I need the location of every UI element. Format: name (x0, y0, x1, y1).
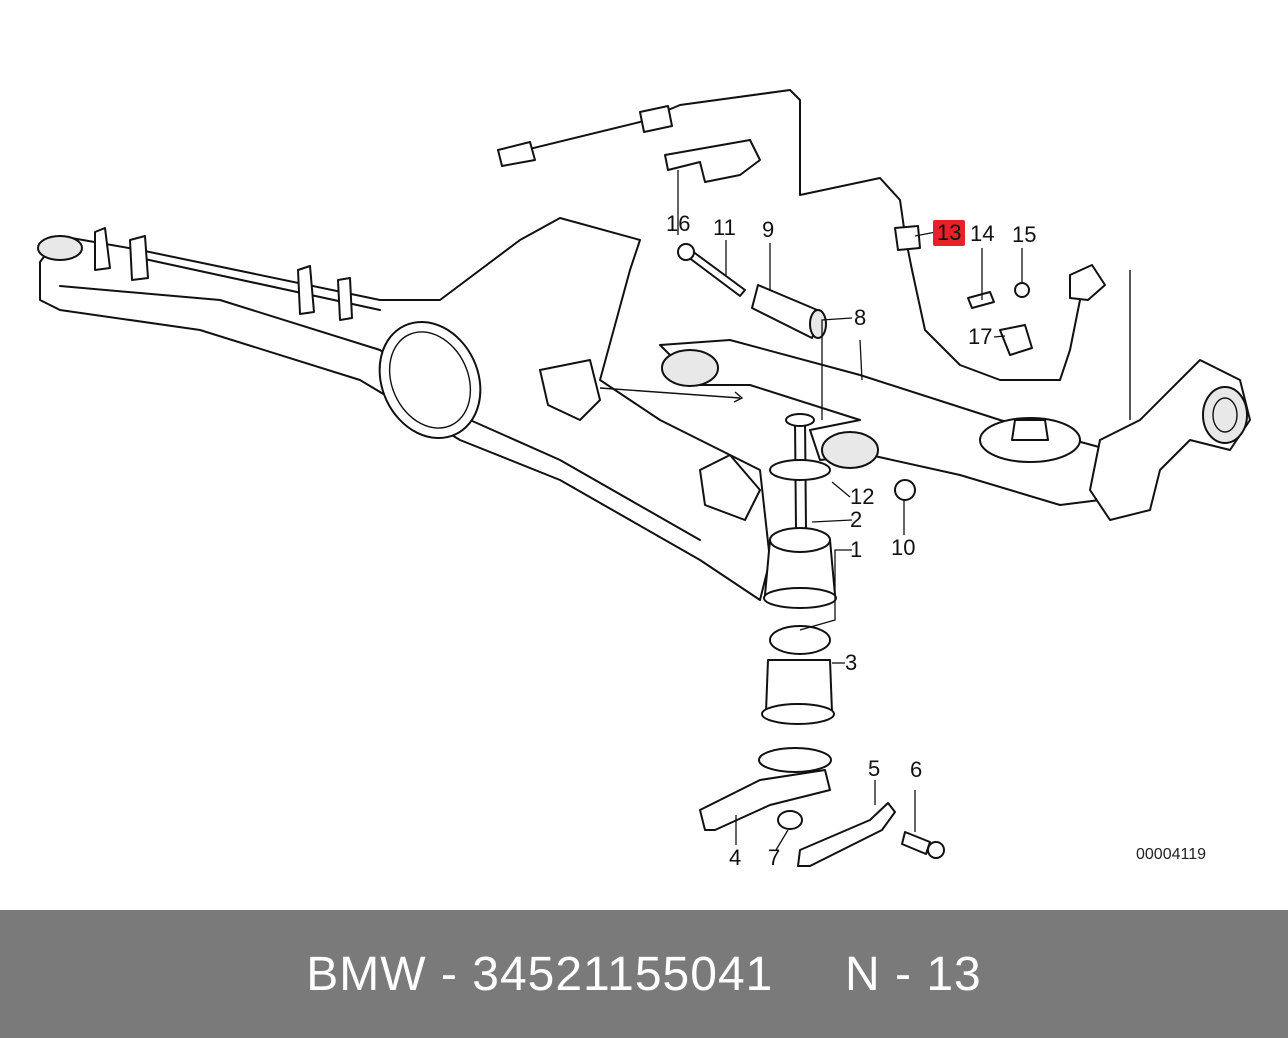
part-number-caption: BMW - 34521155041 N - 13 (306, 947, 982, 1001)
washer-12 (769, 459, 831, 481)
nut-10 (894, 479, 916, 501)
callout-10: 10 (891, 535, 916, 560)
washer-15 (1014, 282, 1030, 298)
cable-plug (497, 141, 536, 167)
callout-6: 6 (910, 757, 923, 782)
mount-bracket (539, 359, 601, 421)
screw-14 (967, 291, 995, 309)
trailing-arm (659, 339, 1251, 521)
arm-bushing-front (661, 349, 719, 387)
bushing-bolt-group (677, 243, 916, 501)
parts-diagram: 1 2 3 4 5 6 7 8 9 10 11 12 13 14 15 16 1… (37, 89, 1251, 870)
callout-9: 9 (762, 217, 775, 242)
callout-4: 4 (729, 845, 742, 870)
bushing-9 (751, 284, 823, 339)
diagram-reference-code: 00004119 (1136, 846, 1206, 863)
abs-sensor-cable (497, 89, 1131, 420)
callout-16: 16 (666, 211, 691, 236)
leader-lines (677, 170, 1023, 851)
cable-holder-16 (664, 139, 761, 183)
mount-stack (699, 413, 945, 867)
callout-17: 17 (968, 324, 993, 349)
center-mount-opening (378, 320, 482, 440)
axle-carrier (37, 217, 771, 601)
callout-11: 11 (713, 215, 736, 240)
callout-3: 3 (845, 650, 858, 675)
nut-7 (777, 810, 803, 830)
callout-12: 12 (850, 484, 875, 509)
abs-sensor (1069, 264, 1106, 301)
callout-15: 15 (1012, 222, 1037, 247)
callout-7: 7 (768, 845, 781, 870)
bolt-6 (901, 831, 931, 855)
caption-bar: BMW - 34521155041 N - 13 (0, 910, 1288, 1038)
callout-8: 8 (854, 305, 867, 330)
sensor-grommet (894, 225, 921, 251)
rear-axle-illustration (37, 89, 1251, 867)
hub-bore (1202, 386, 1248, 444)
arm-bushing-rear (821, 431, 879, 469)
callout-1: 1 (850, 537, 863, 562)
washer-stack (758, 747, 832, 773)
bracket-5 (797, 802, 896, 867)
callout-2: 2 (850, 507, 863, 532)
clip-17 (999, 324, 1033, 356)
callout-13-highlighted: 13 (933, 220, 966, 246)
callout-5: 5 (868, 756, 881, 781)
bracket-4 (699, 769, 831, 831)
left-bushing-eye (37, 235, 83, 261)
callout-14: 14 (970, 221, 995, 246)
